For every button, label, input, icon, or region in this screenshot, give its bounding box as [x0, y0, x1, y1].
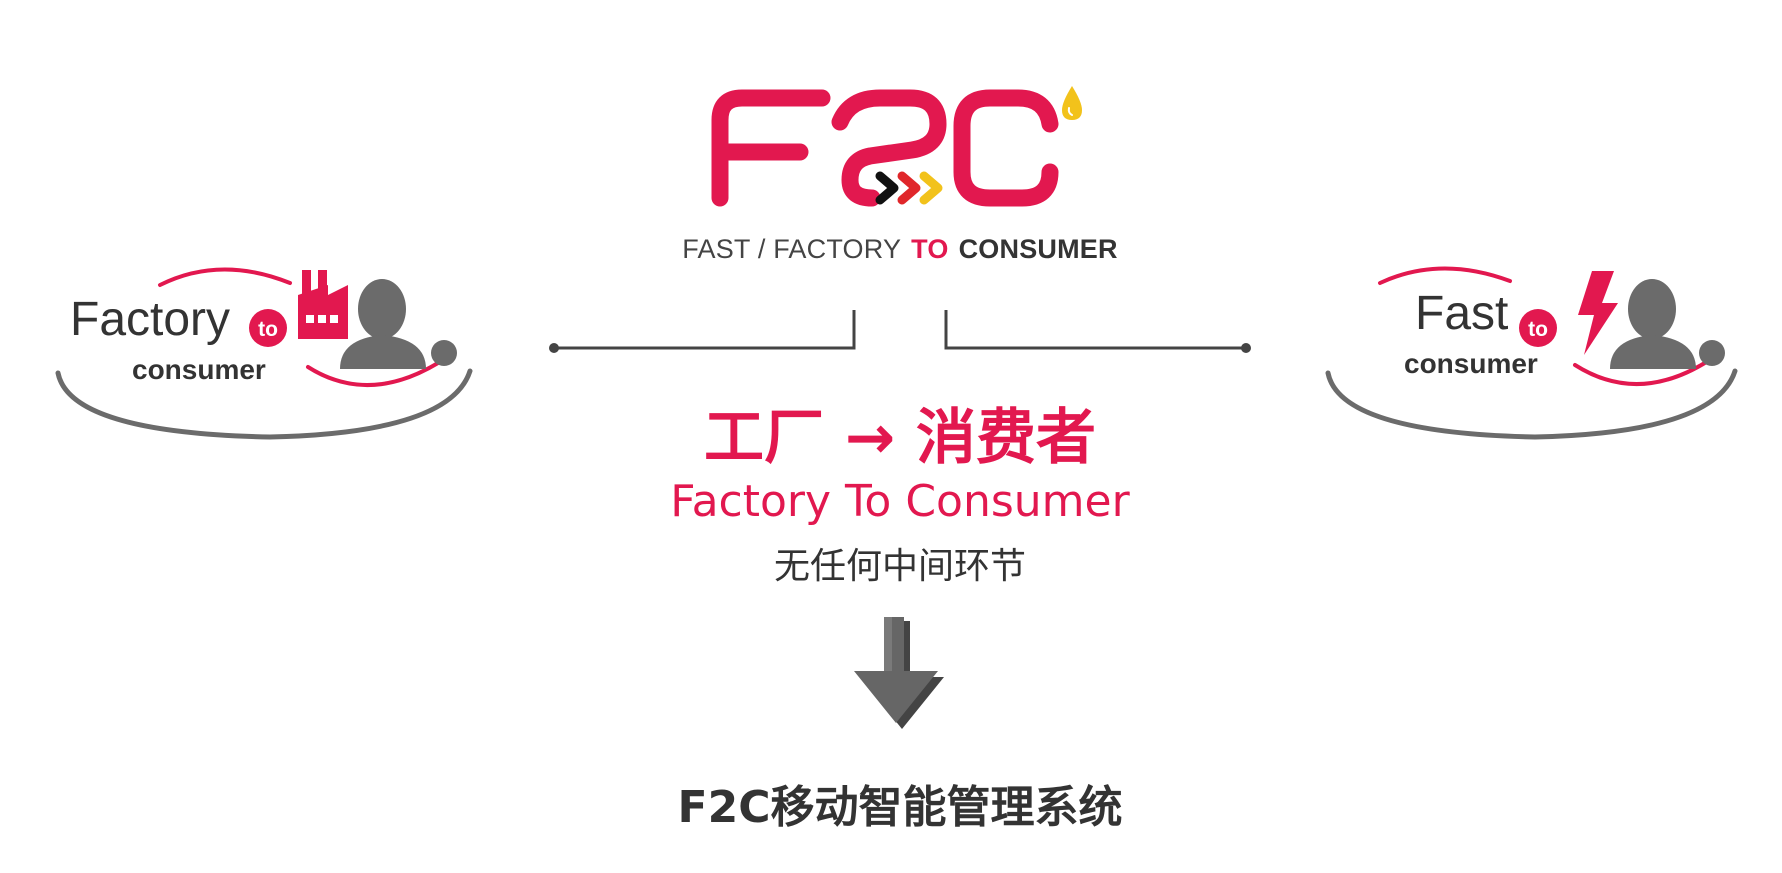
down-arrow-icon	[854, 617, 944, 729]
person-icon	[1610, 279, 1696, 369]
logo-letter-c	[953, 89, 1059, 207]
headline-subtitle: 无任何中间环节	[773, 546, 1026, 587]
logo-letter-f	[711, 89, 831, 207]
badge-fast-to-consumer: Fast to consumer	[1325, 266, 1738, 440]
droplet-icon	[1062, 86, 1082, 120]
badge-left-to: to	[258, 318, 278, 341]
badge-right-to: to	[1528, 318, 1548, 341]
tagline-to: TO	[911, 234, 949, 264]
tagline-prefix: FAST / FACTORY	[682, 234, 902, 264]
system-title: F2C移动智能管理系统	[677, 782, 1123, 833]
logo-letter-2	[831, 89, 947, 207]
tagline-suffix: CONSUMER	[958, 234, 1118, 264]
chevron-black-icon	[875, 171, 899, 205]
lightning-icon	[1578, 271, 1618, 355]
bracket-connector	[549, 310, 1251, 353]
chevron-red-icon	[897, 171, 921, 205]
chevron-yellow-icon	[919, 171, 943, 205]
person-icon	[340, 279, 426, 369]
badge-right-word2: consumer	[1404, 348, 1538, 379]
factory-icon	[298, 270, 348, 339]
badge-left-word1: Factory	[70, 293, 230, 346]
logo-tagline: FAST / FACTORY TO CONSUMER	[600, 234, 1200, 270]
headline-english: Factory To Consumer	[670, 476, 1130, 527]
headline-chinese: 工厂 → 消费者	[703, 403, 1097, 473]
badge-right-word1: Fast	[1415, 287, 1508, 340]
badge-factory-to-consumer: Factory to consumer	[55, 267, 473, 440]
f2c-logo	[711, 86, 1082, 207]
badge-left-word2: consumer	[132, 354, 266, 385]
